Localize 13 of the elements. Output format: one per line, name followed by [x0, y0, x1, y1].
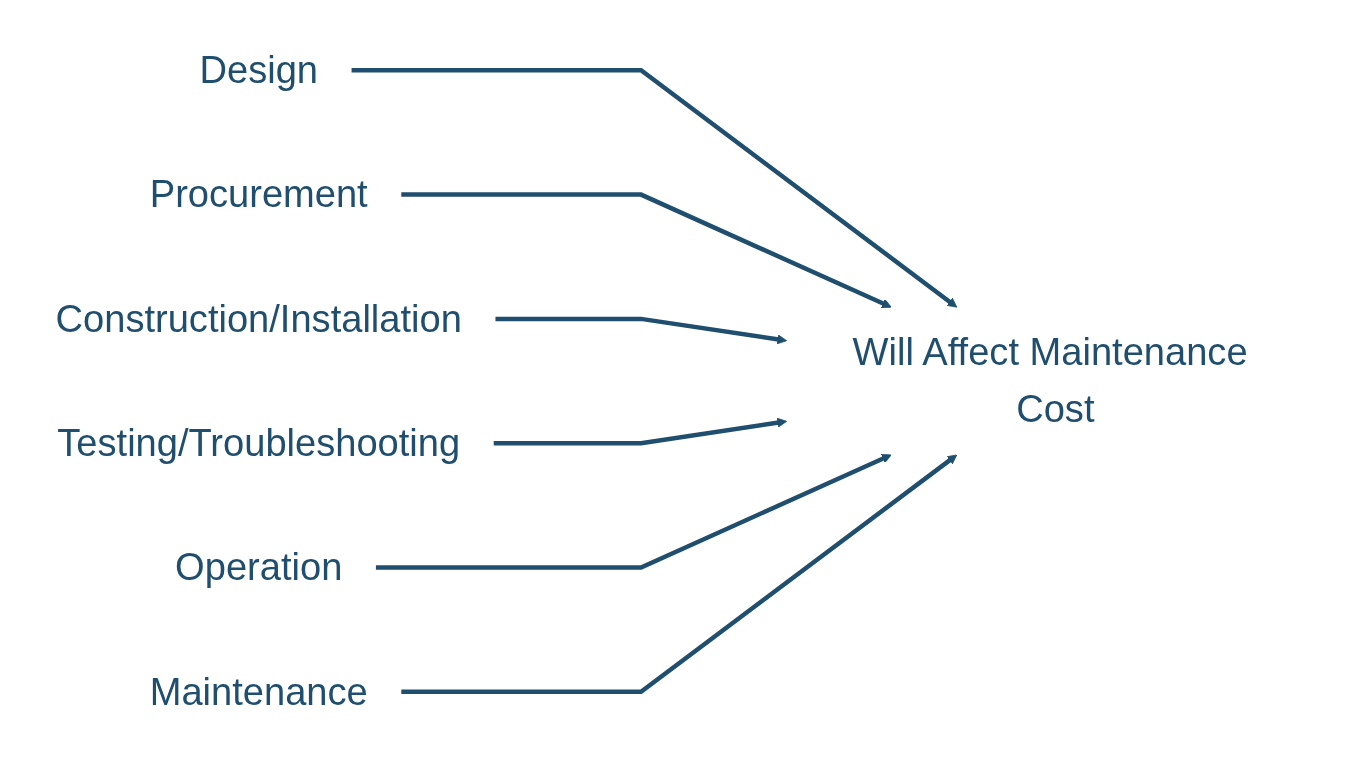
node-text: Will Affect Maintenance Cost: [853, 331, 1249, 431]
node-text: Maintenance: [150, 670, 369, 713]
arrow: [495, 317, 788, 345]
node-text: Construction/Installation: [56, 297, 463, 341]
node-text: Procurement: [150, 173, 369, 216]
node-text: Design: [199, 48, 319, 92]
arrow: [376, 454, 893, 571]
node-text: Testing/Troubleshooting: [57, 421, 461, 465]
arrow: [494, 418, 788, 446]
arrow: [352, 68, 958, 309]
node-text: Operation: [175, 546, 343, 589]
arrow: [401, 454, 958, 695]
arrow: [401, 192, 893, 309]
